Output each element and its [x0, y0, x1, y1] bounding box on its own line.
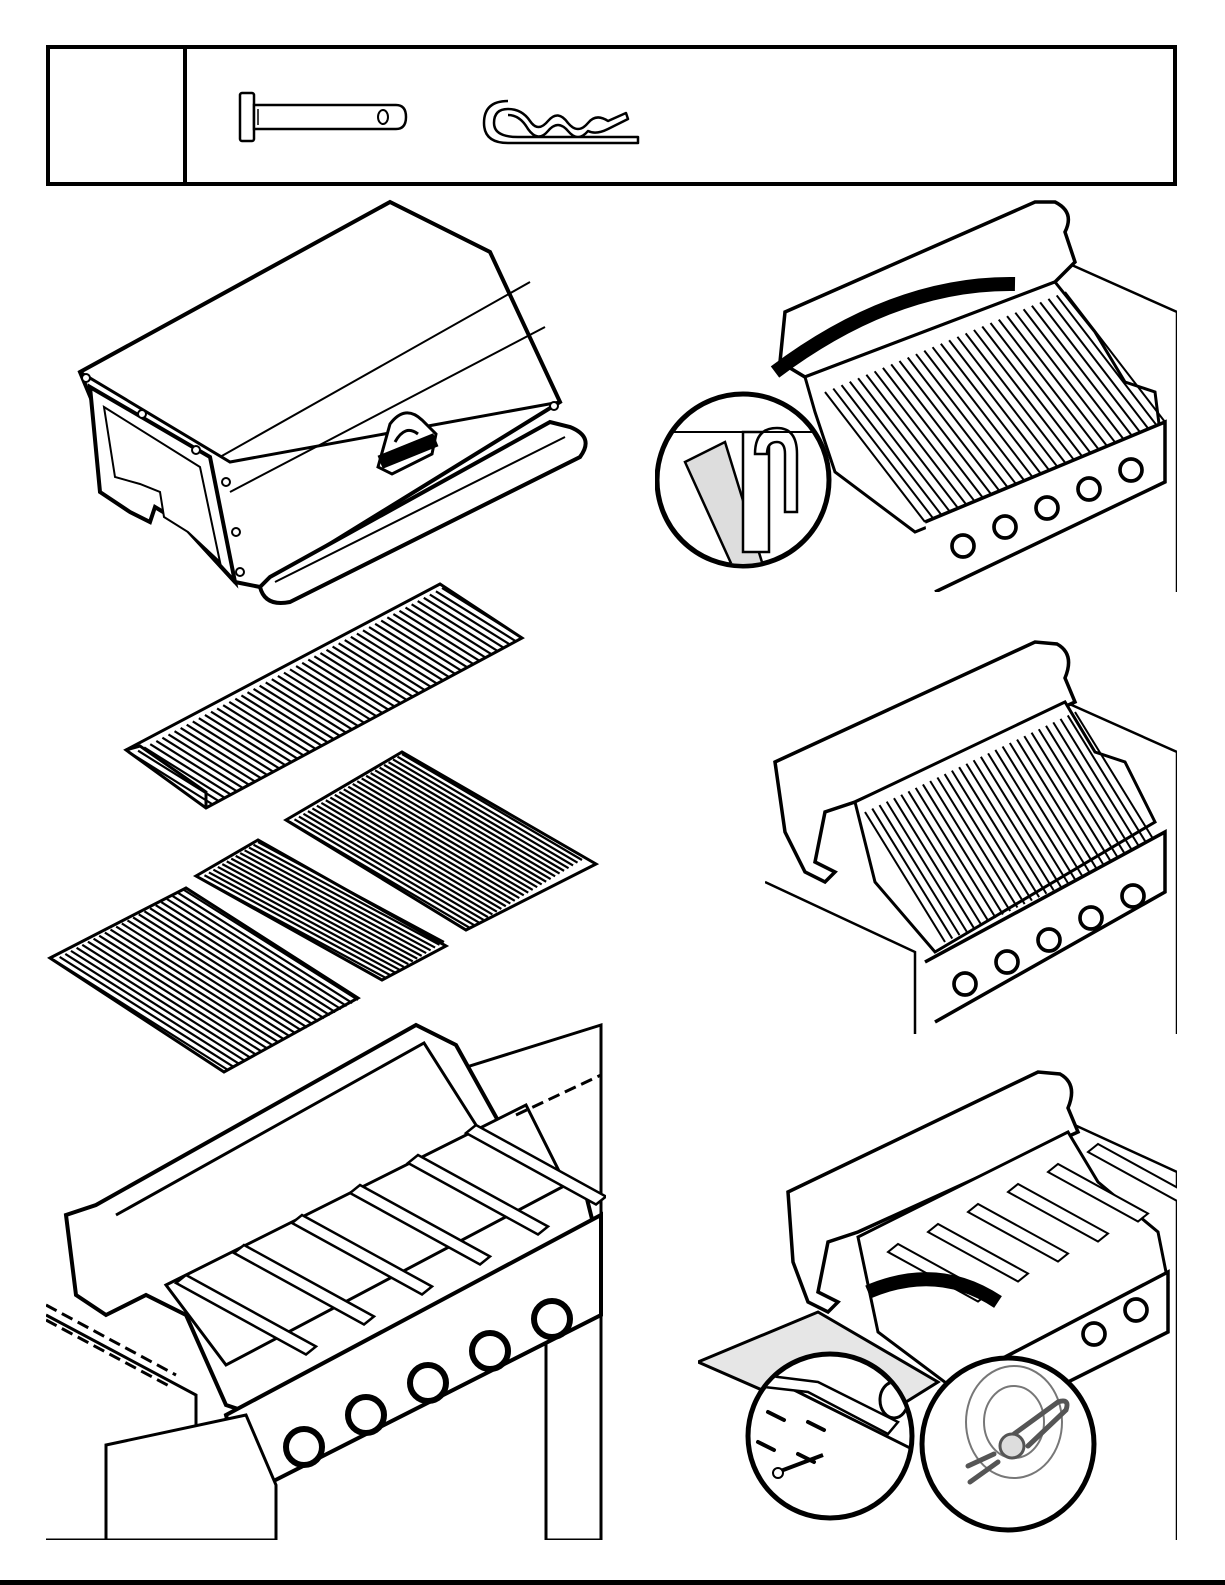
control-knob-icon — [1125, 1299, 1147, 1321]
control-knob-icon — [286, 1429, 322, 1465]
control-knob-icon — [1122, 885, 1144, 907]
step-number-cell — [50, 49, 187, 182]
cooking-grid-middle — [196, 840, 446, 980]
control-knob-icon — [1120, 459, 1142, 481]
control-knob-icon — [952, 535, 974, 557]
hairpin-cotter-icon — [478, 93, 648, 153]
lid-installed-view — [765, 632, 1177, 1034]
control-knob-icon — [1083, 1323, 1105, 1345]
control-knob-icon — [994, 516, 1016, 538]
control-knob-icon — [996, 951, 1018, 973]
lid-pivot-detail-view — [655, 192, 1177, 592]
pivot-detail-inset — [655, 394, 835, 572]
control-knob-icon — [410, 1365, 446, 1401]
firebox-with-flame-tamers — [46, 1015, 606, 1540]
bottom-rule — [0, 1580, 1225, 1585]
control-knob-icon — [1078, 478, 1100, 500]
control-knob-icon — [1036, 497, 1058, 519]
lid-exploded — [60, 192, 600, 617]
parts-box — [46, 45, 1177, 186]
control-knob-icon — [1080, 907, 1102, 929]
control-knob-icon — [348, 1397, 384, 1433]
lid-pin-and-clip-detail-view — [698, 1062, 1177, 1540]
clip-detail-inset — [922, 1358, 1094, 1530]
control-knob-icon — [472, 1333, 508, 1369]
control-knob-icon — [534, 1301, 570, 1337]
control-knob-icon — [954, 973, 976, 995]
control-knob-icon — [1038, 929, 1060, 951]
clevis-pin-icon — [236, 89, 416, 149]
